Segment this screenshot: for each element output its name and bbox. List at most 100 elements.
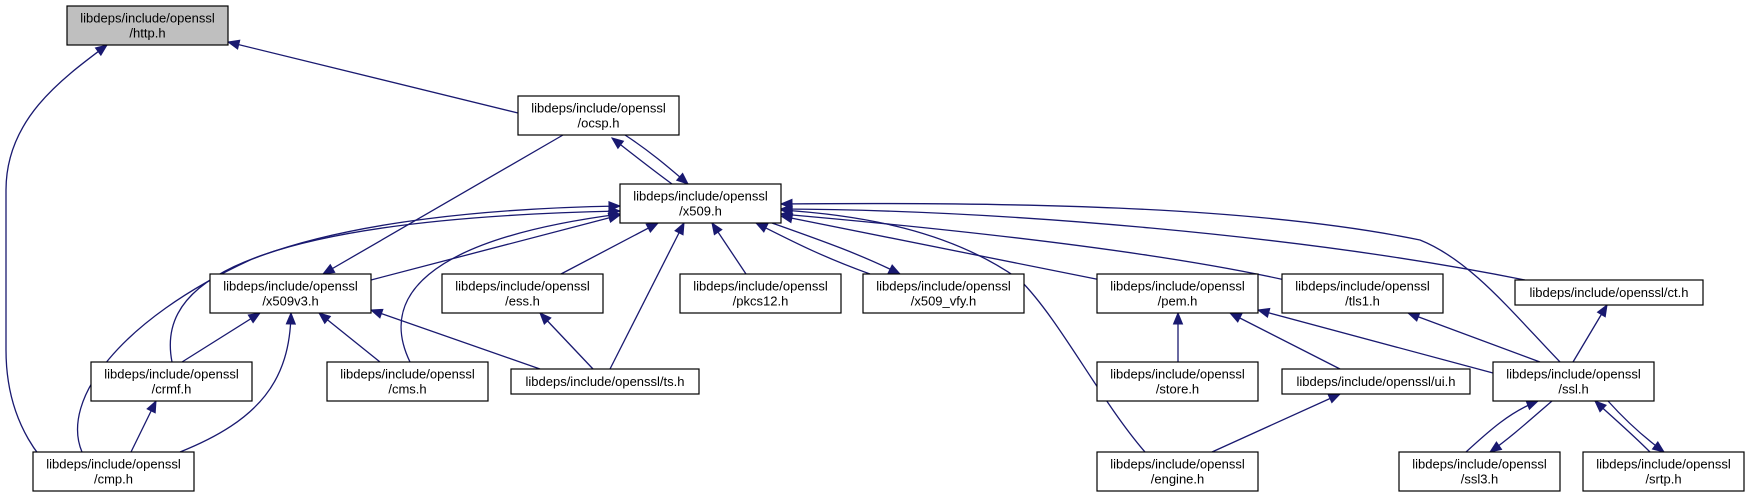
node-label-line: /pem.h: [1158, 294, 1198, 309]
node-pkcs12[interactable]: libdeps/include/openssl/pkcs12.h: [679, 273, 842, 314]
node-label-line: /cms.h: [388, 382, 426, 397]
node-x509v3[interactable]: libdeps/include/openssl/x509v3.h: [209, 273, 372, 314]
edges-layer: [5, 39, 1666, 492]
node-label-line: libdeps/include/openssl: [531, 101, 666, 116]
edge-ocsp-to-x509v3: [322, 134, 564, 275]
node-pem[interactable]: libdeps/include/openssl/pem.h: [1096, 273, 1259, 314]
arrowhead-ssl-to-x509: [779, 198, 793, 210]
node-label-line: /srtp.h: [1645, 472, 1681, 487]
node-box[interactable]: [619, 183, 782, 224]
edge-cmp-to-http: [5, 44, 108, 492]
node-label-line: libdeps/include/openssl: [1110, 367, 1245, 382]
node-srtp[interactable]: libdeps/include/openssl/srtp.h: [1582, 451, 1745, 492]
node-box[interactable]: [1281, 368, 1471, 395]
node-box[interactable]: [1096, 451, 1259, 492]
edge-ui-to-pem: [1229, 312, 1341, 370]
arrowhead-ocsp-to-x509: [675, 172, 689, 185]
edge-x509_vfy-to-x509: [755, 222, 871, 275]
node-label-line: libdeps/include/openssl: [80, 11, 215, 26]
arrowhead-x509-to-ocsp: [610, 137, 625, 150]
node-ssl3[interactable]: libdeps/include/openssl/ssl3.h: [1398, 451, 1561, 492]
node-box[interactable]: [441, 273, 604, 314]
node-label-line: /http.h: [129, 26, 165, 41]
edge-cms-to-x509: [400, 213, 621, 363]
node-ts[interactable]: libdeps/include/openssl/ts.h: [510, 368, 700, 395]
arrowhead-engine-to-x509: [779, 205, 793, 216]
arrowhead-cmp-to-x509v3: [285, 311, 297, 325]
edge-ssl3-to-ssl: [1465, 400, 1539, 453]
node-box[interactable]: [1582, 451, 1745, 492]
node-box[interactable]: [517, 95, 680, 136]
edge-tls1-to-x509: [780, 213, 1286, 281]
node-label-line: libdeps/include/openssl/ui.h: [1297, 374, 1456, 389]
arrowhead-cms-to-x509v3: [317, 312, 332, 325]
node-box[interactable]: [1281, 273, 1444, 314]
node-cms[interactable]: libdeps/include/openssl/cms.h: [326, 361, 489, 402]
arrowhead-cmp-to-crmf: [146, 399, 157, 414]
node-box[interactable]: [66, 5, 229, 46]
node-label-line: libdeps/include/openssl: [633, 189, 768, 204]
node-box[interactable]: [326, 361, 489, 402]
edge-ocsp-to-http: [227, 41, 519, 114]
edge-engine-to-ui: [1211, 393, 1341, 453]
edge-ssl-to-x509: [780, 202, 1561, 363]
edge-crmf-to-x509v3: [181, 312, 261, 363]
node-ui[interactable]: libdeps/include/openssl/ui.h: [1281, 368, 1471, 395]
nodes-layer: libdeps/include/openssl/http.hlibdeps/in…: [32, 5, 1745, 492]
node-label-line: /crmf.h: [152, 382, 192, 397]
edge-ocsp-to-x509: [624, 134, 689, 185]
node-box[interactable]: [1492, 361, 1655, 402]
arrowhead-ui-to-pem: [1228, 312, 1243, 323]
node-x509[interactable]: libdeps/include/openssl/x509.h: [619, 183, 782, 224]
node-label-line: libdeps/include/openssl: [876, 279, 1011, 294]
node-box[interactable]: [862, 273, 1025, 314]
node-box[interactable]: [1096, 273, 1259, 314]
node-store[interactable]: libdeps/include/openssl/store.h: [1096, 361, 1259, 402]
node-box[interactable]: [90, 361, 253, 402]
node-label-line: /ocsp.h: [578, 116, 620, 131]
node-box[interactable]: [679, 273, 842, 314]
arrowhead-ssl-to-ssl3: [1488, 441, 1503, 453]
node-tls1[interactable]: libdeps/include/openssl/tls1.h: [1281, 273, 1444, 314]
node-ess[interactable]: libdeps/include/openssl/ess.h: [441, 273, 604, 314]
edge-ssl-to-tls1: [1407, 312, 1541, 363]
node-box[interactable]: [1096, 361, 1259, 402]
edge-x509v3-to-x509: [370, 214, 621, 281]
arrowhead-ess-to-x509: [645, 222, 660, 233]
node-label-line: libdeps/include/openssl: [46, 457, 181, 472]
edge-ts-to-ess: [539, 312, 594, 370]
node-box[interactable]: [510, 368, 700, 395]
arrowhead-ocsp-to-http: [226, 39, 241, 50]
node-label-line: /x509_vfy.h: [911, 294, 977, 309]
node-ssl[interactable]: libdeps/include/openssl/ssl.h: [1492, 361, 1655, 402]
node-label-line: libdeps/include/openssl: [1596, 457, 1731, 472]
node-crmf[interactable]: libdeps/include/openssl/crmf.h: [90, 361, 253, 402]
node-label-line: libdeps/include/openssl: [340, 367, 475, 382]
node-label-line: libdeps/include/openssl/ts.h: [526, 374, 685, 389]
edge-ts-to-x509: [609, 222, 685, 370]
node-label-line: /pkcs12.h: [733, 294, 789, 309]
arrowhead-ts-to-ess: [539, 312, 552, 325]
arrowhead-crmf-to-x509v3: [247, 312, 262, 324]
edge-pem-to-x509: [780, 215, 1102, 281]
node-label-line: libdeps/include/openssl: [1110, 279, 1245, 294]
edge-ess-to-x509: [560, 222, 659, 275]
node-box[interactable]: [209, 273, 372, 314]
node-http[interactable]: libdeps/include/openssl/http.h: [66, 5, 229, 46]
node-x509-vfy[interactable]: libdeps/include/openssl/x509_vfy.h: [862, 273, 1025, 314]
edge-ts-to-x509v3: [370, 309, 541, 370]
node-box[interactable]: [1398, 451, 1561, 492]
node-cmp[interactable]: libdeps/include/openssl/cmp.h: [32, 451, 195, 492]
arrowhead-ts-to-x509: [674, 221, 685, 236]
node-ct[interactable]: libdeps/include/openssl/ct.h: [1514, 279, 1704, 306]
node-ocsp[interactable]: libdeps/include/openssl/ocsp.h: [517, 95, 680, 136]
node-box[interactable]: [1514, 279, 1704, 306]
node-engine[interactable]: libdeps/include/openssl/engine.h: [1096, 451, 1259, 492]
arrowhead-cmp-to-x509: [608, 200, 622, 212]
node-label-line: /store.h: [1156, 382, 1199, 397]
arrowhead-cmp-to-http: [94, 44, 109, 57]
edge-crmf-to-x509: [169, 210, 621, 363]
node-box[interactable]: [32, 451, 195, 492]
arrowhead-engine-to-ui: [1327, 393, 1342, 404]
